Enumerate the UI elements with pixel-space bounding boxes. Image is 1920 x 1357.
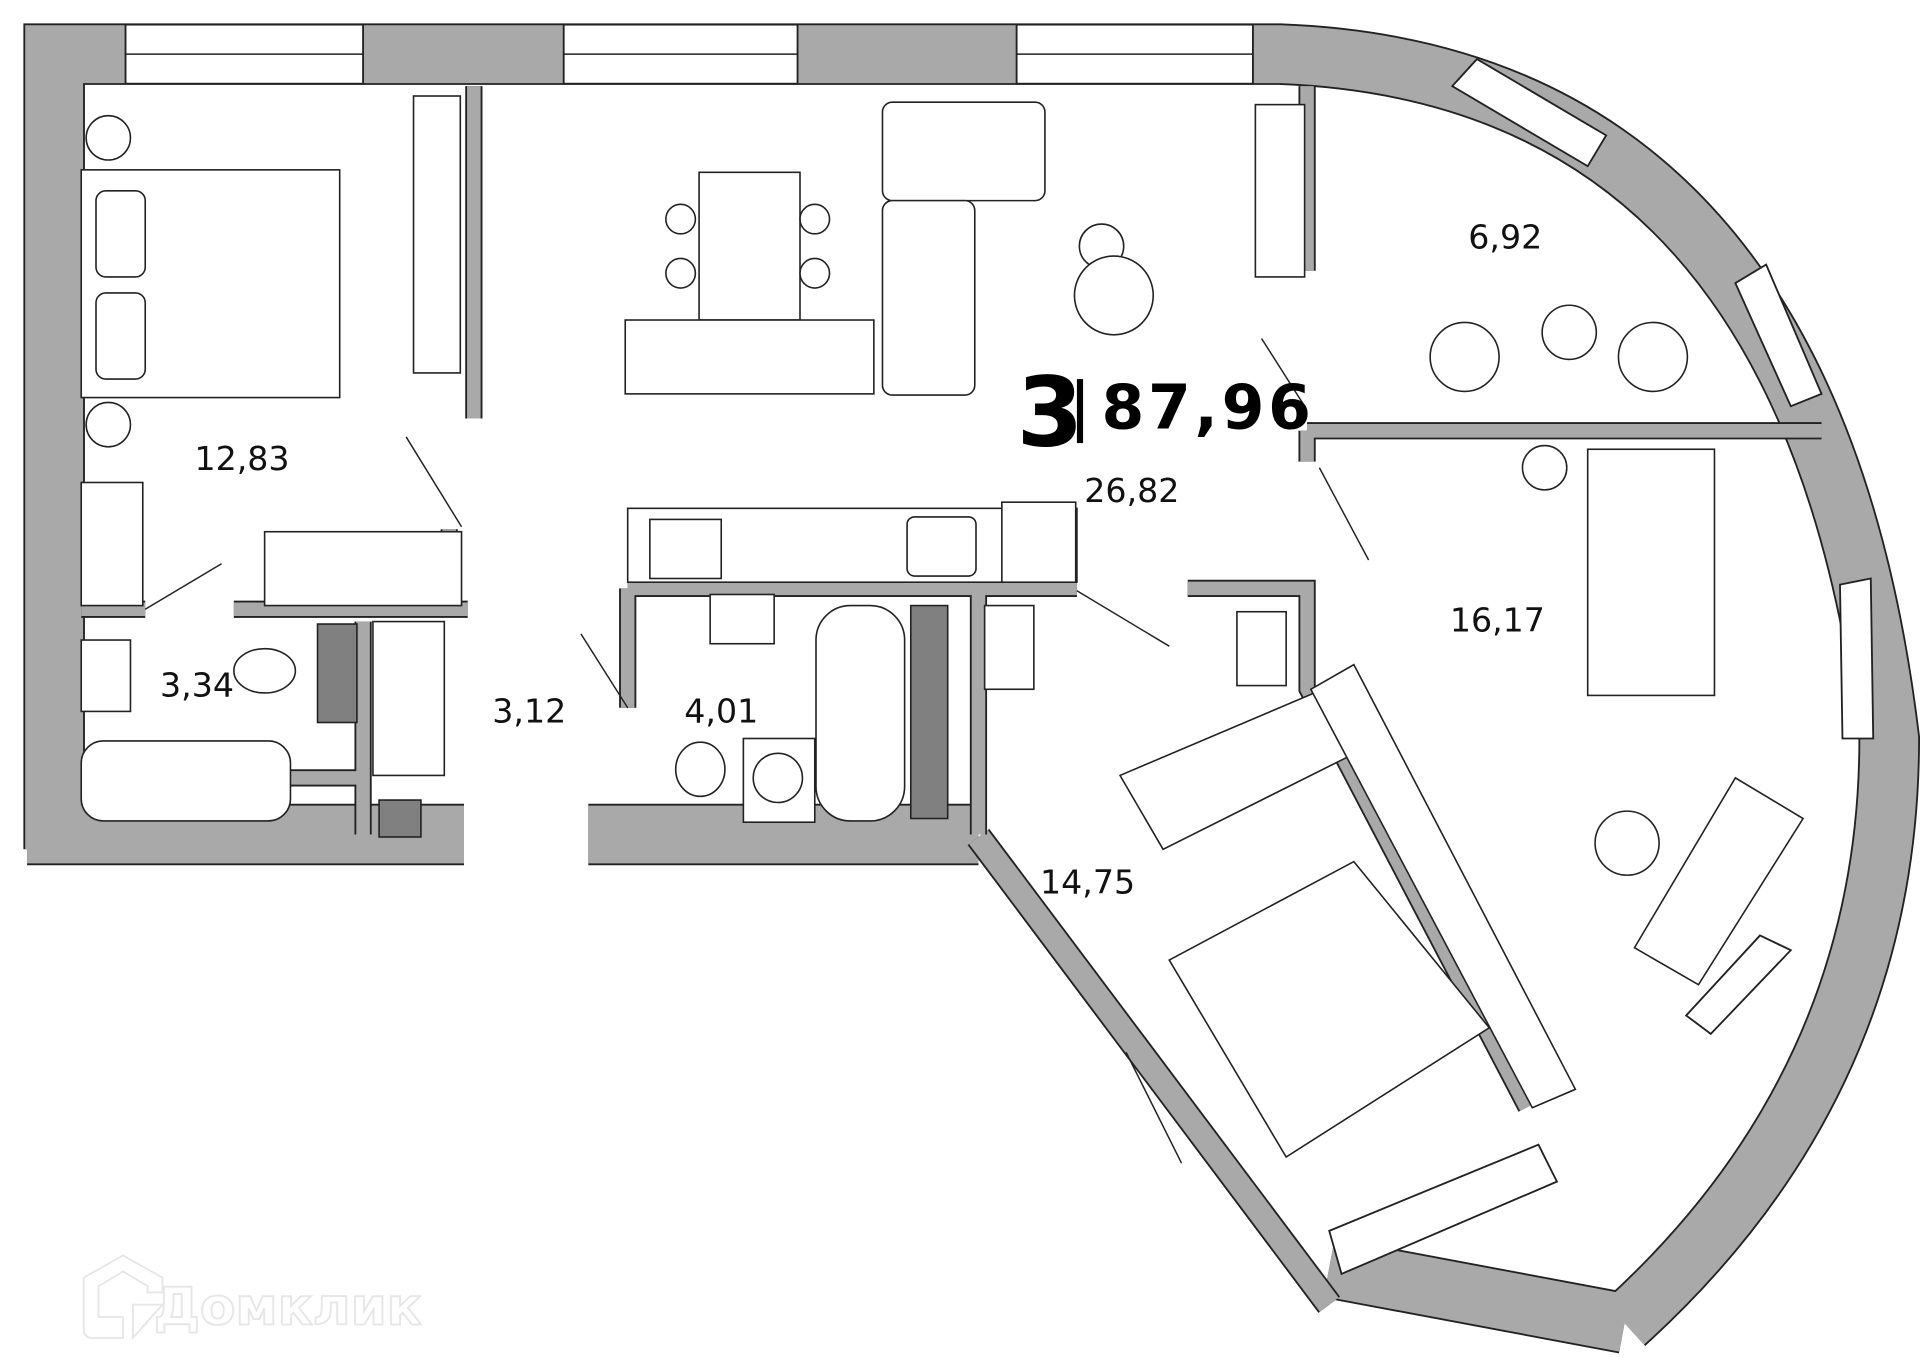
furniture <box>80 95 1805 1164</box>
rooms-count: 3 <box>1017 357 1084 469</box>
room-area-bedroom-bottom: 14,75 <box>1040 863 1135 902</box>
watermark-text: Домклик <box>154 1277 422 1337</box>
door-lines <box>144 338 1370 709</box>
room-area-living-kitchen: 26,82 <box>1084 471 1179 510</box>
room-area-bathroom-center: 4,01 <box>684 692 758 731</box>
title-separator <box>1076 379 1084 444</box>
domclick-logo-icon <box>82 1254 165 1341</box>
total-area: 87,96 <box>1102 371 1315 443</box>
room-area-bedroom-left: 12,83 <box>194 439 289 478</box>
room-area-bedroom-right: 16,17 <box>1450 600 1545 639</box>
room-area-lounge: 6,92 <box>1468 218 1542 257</box>
windows <box>124 23 1875 1276</box>
room-area-hallway: 3,12 <box>492 692 566 731</box>
room-area-bathroom-left: 3,34 <box>160 666 234 705</box>
